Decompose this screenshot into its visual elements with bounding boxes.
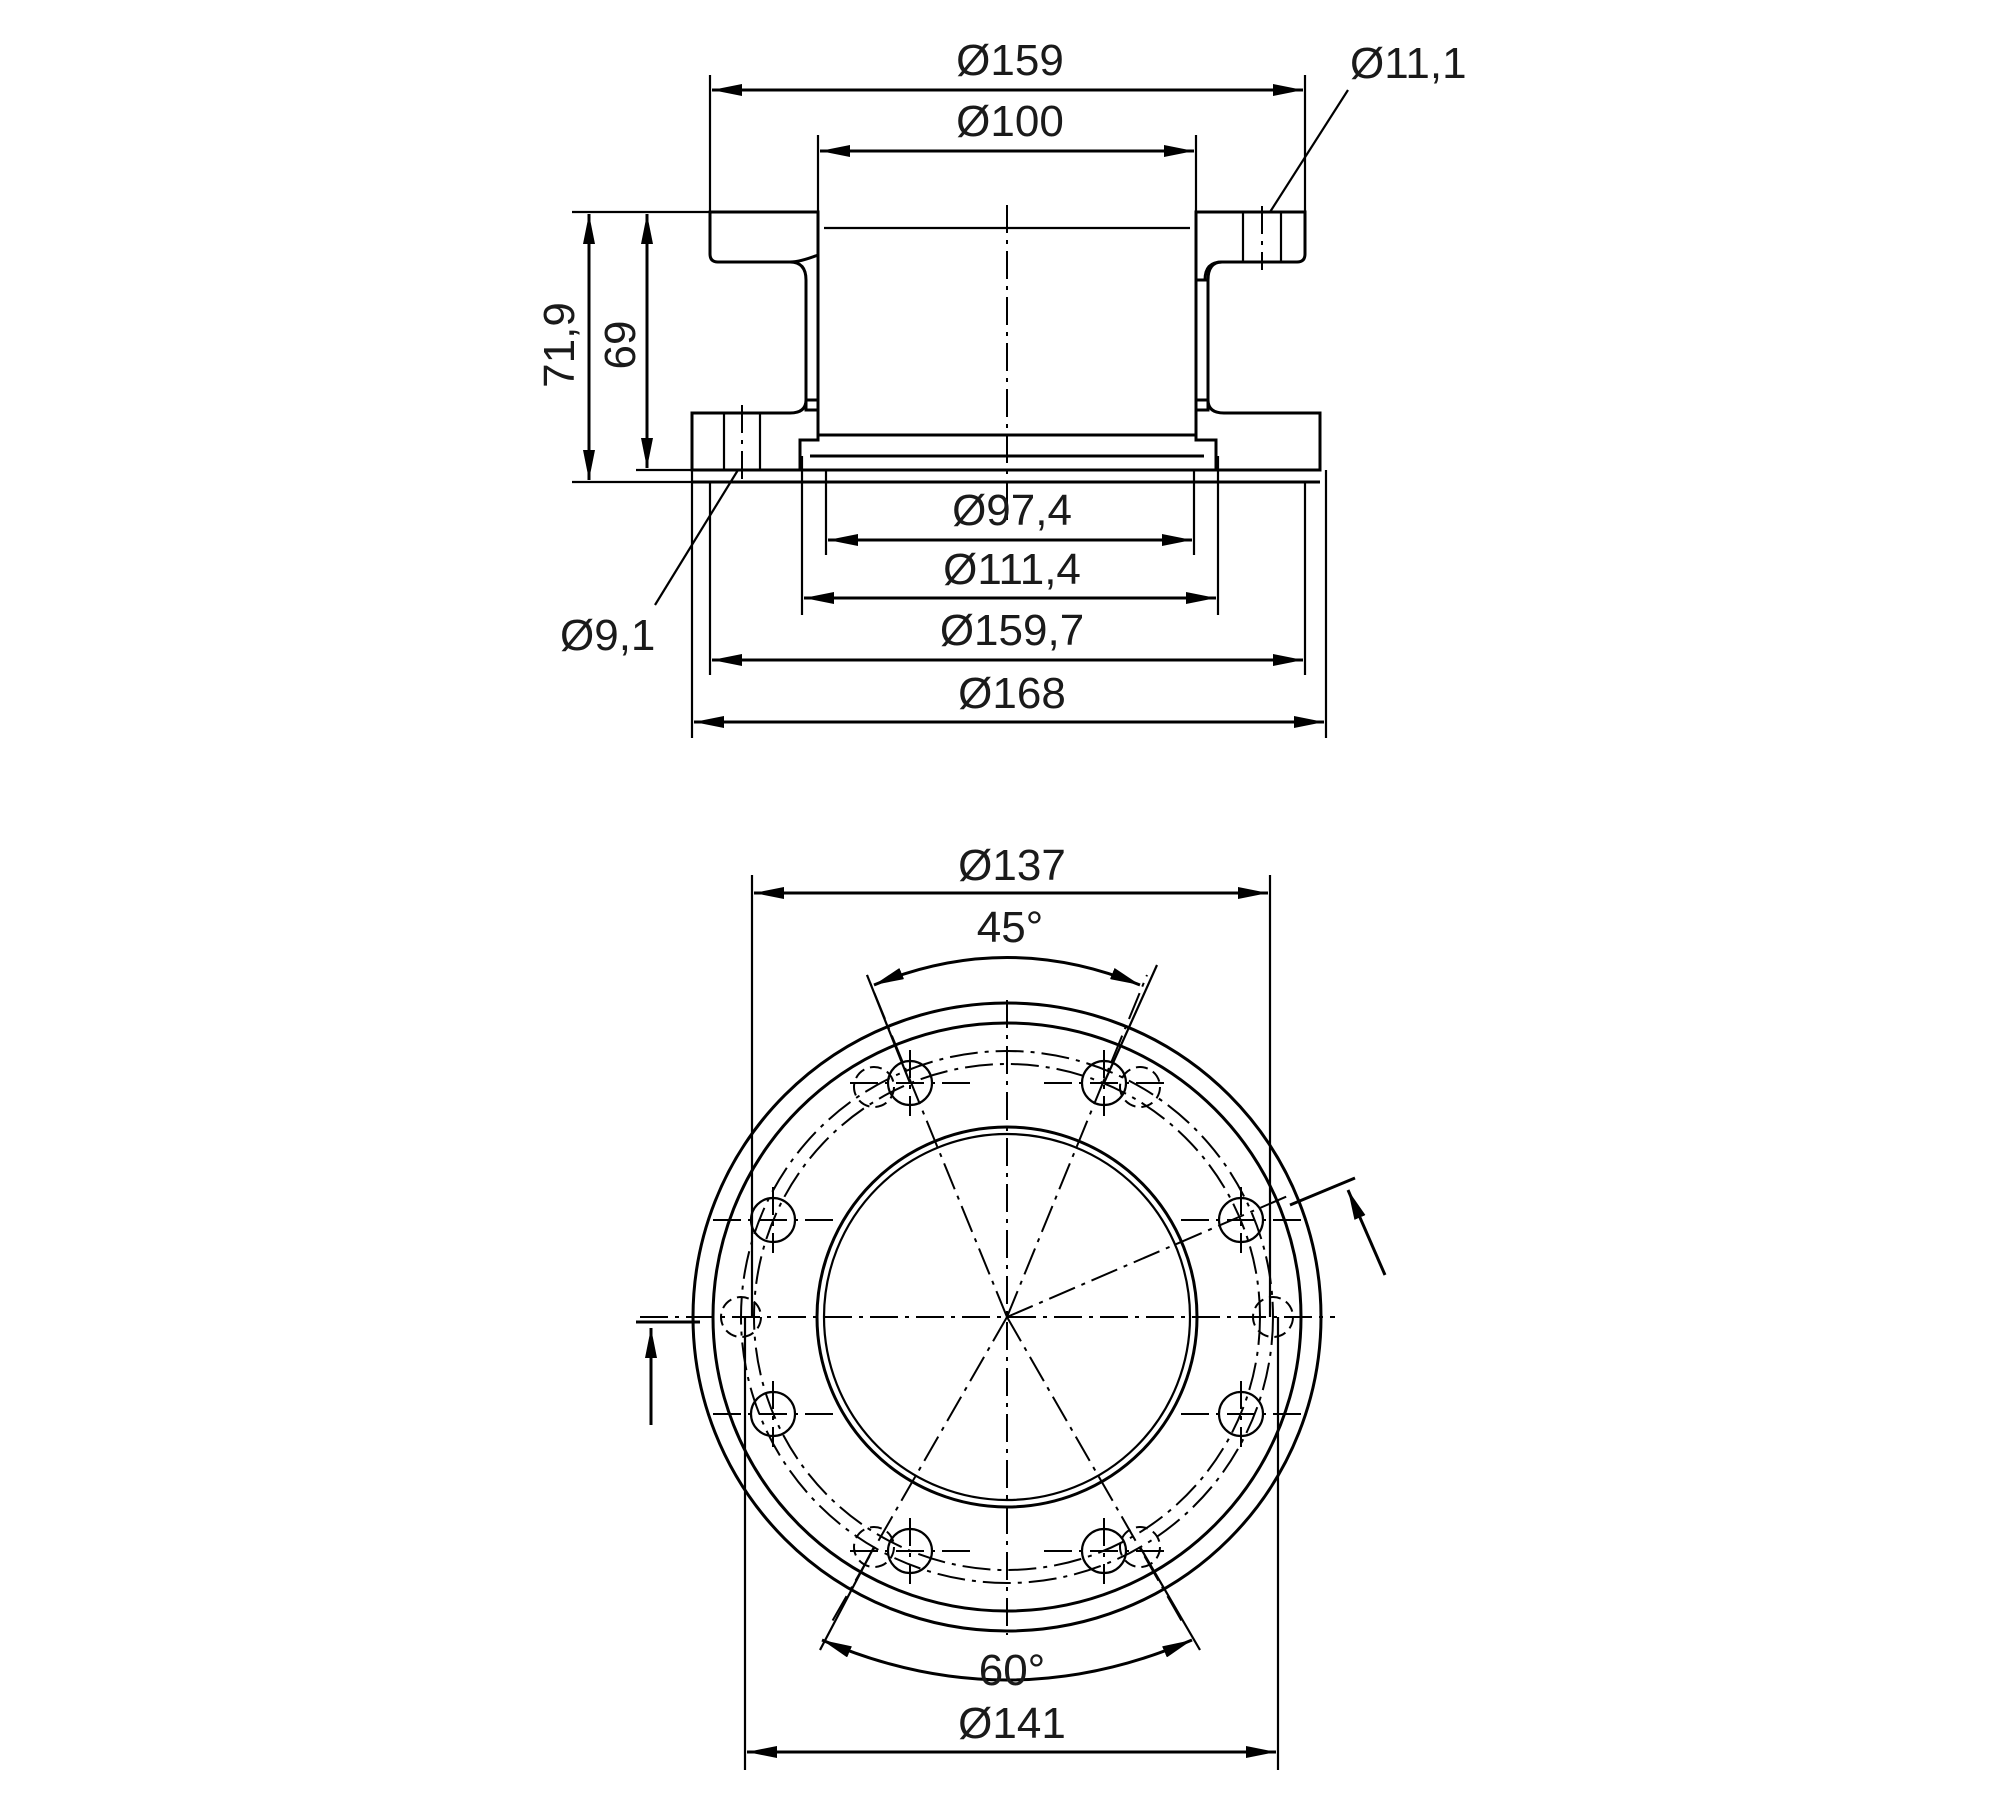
dim-dia-159: Ø159 bbox=[956, 36, 1064, 85]
tube-wall-right bbox=[1194, 212, 1223, 412]
dim-dia-168: Ø168 bbox=[958, 669, 1066, 718]
tube-wall-left bbox=[789, 212, 820, 412]
dim-height-71-9: 71,9 bbox=[535, 302, 584, 388]
section-marker-right bbox=[1289, 1176, 1387, 1276]
top-flange-left bbox=[708, 210, 820, 264]
dim-dia-137: Ø137 bbox=[958, 841, 1066, 890]
top-flange-right bbox=[1194, 210, 1307, 282]
plan-view: Ø137 45° 60° Ø141 bbox=[636, 841, 1387, 1770]
bottom-flange-right bbox=[1194, 398, 1322, 472]
dim-dia-97-4: Ø97,4 bbox=[952, 486, 1072, 535]
bolt-holes-hidden bbox=[720, 1066, 1294, 1568]
dim-angle-45: 45° bbox=[977, 903, 1044, 952]
dim-dia-11-1: Ø11,1 bbox=[1350, 39, 1467, 88]
dim-dia-9-1: Ø9,1 bbox=[560, 611, 655, 660]
section-view: 71,9 69 Ø159 Ø100 Ø11,1 Ø97,4 Ø111,4 Ø9,… bbox=[535, 36, 1467, 738]
dim-dia-159-7: Ø159,7 bbox=[940, 606, 1084, 655]
dim-dia-141: Ø141 bbox=[958, 1699, 1066, 1748]
dim-height-69: 69 bbox=[596, 321, 645, 370]
dim-dia-100: Ø100 bbox=[956, 97, 1064, 146]
section-marker-left bbox=[636, 1320, 700, 1425]
bottom-flange-left bbox=[690, 398, 820, 472]
dim-angle-60: 60° bbox=[979, 1646, 1046, 1695]
dim-dia-111-4: Ø111,4 bbox=[943, 545, 1081, 594]
